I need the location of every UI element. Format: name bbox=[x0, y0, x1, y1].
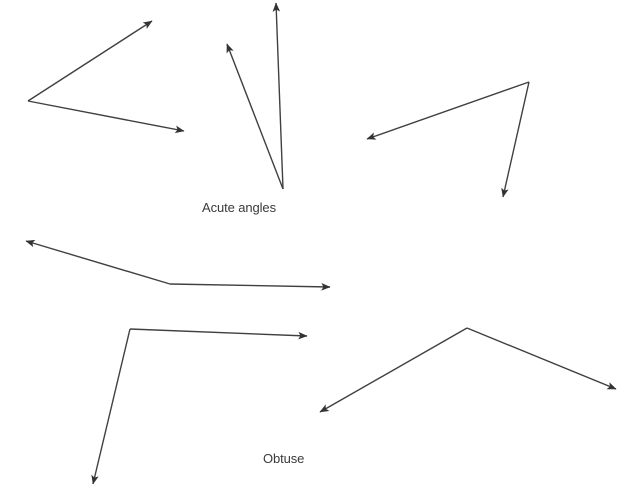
obtuse-angle-1-arm-a bbox=[25, 239, 171, 285]
acute-angle-3-arm-a bbox=[366, 81, 530, 140]
acute-angle-2-arm-b bbox=[272, 2, 284, 190]
acute-angle-3 bbox=[366, 81, 530, 198]
obtuse-angle-3-arm-b bbox=[466, 327, 617, 390]
angle-path-group bbox=[25, 2, 617, 485]
obtuse-angle-2-arm-a bbox=[129, 328, 308, 340]
acute-angle-2 bbox=[226, 2, 284, 190]
acute-angle-1-arm-b bbox=[27, 100, 185, 134]
obtuse-angle-3-arm-a bbox=[319, 327, 468, 413]
acute-angle-1 bbox=[27, 20, 185, 134]
obtuse-angle-2 bbox=[91, 328, 308, 485]
obtuse-label: Obtuse bbox=[263, 451, 305, 466]
obtuse-angle-1 bbox=[25, 239, 331, 291]
obtuse-angle-3 bbox=[319, 327, 617, 413]
acute-angle-1-arm-a bbox=[27, 20, 153, 102]
acute-angle-2-arm-a bbox=[226, 43, 284, 190]
obtuse-angle-2-arm-b bbox=[91, 328, 131, 485]
acute-angle-3-arm-b bbox=[501, 81, 530, 198]
obtuse-angle-1-arm-b bbox=[169, 283, 331, 291]
acute-angles-label: Acute angles bbox=[202, 200, 276, 215]
